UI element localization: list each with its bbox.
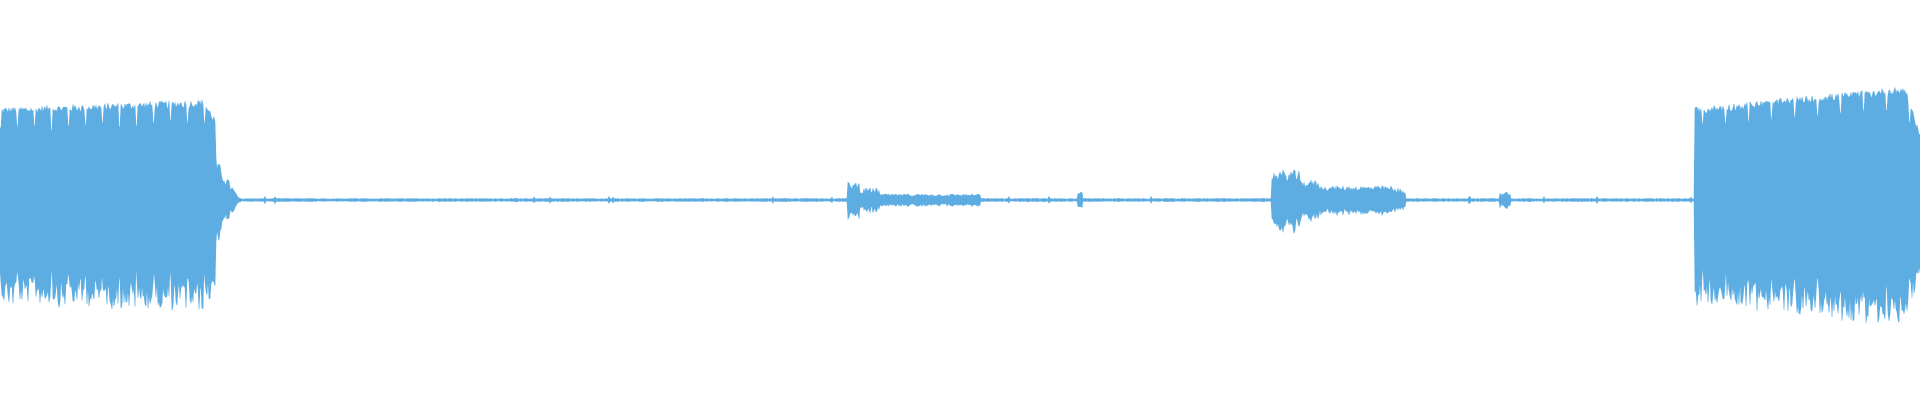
- waveform-shape: [0, 86, 1920, 324]
- waveform-path-group: [0, 86, 1920, 324]
